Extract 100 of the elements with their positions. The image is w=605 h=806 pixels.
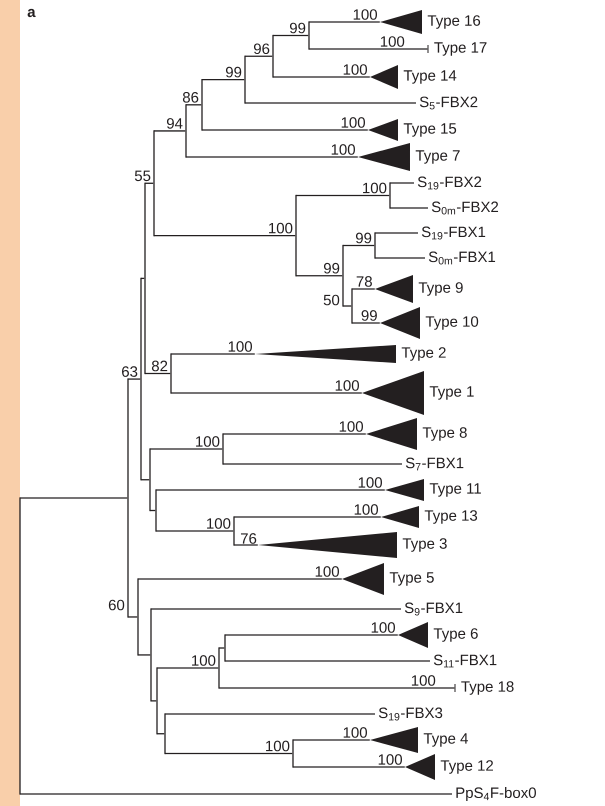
bootstrap-value: 99: [226, 66, 242, 78]
branch-line: [202, 129, 368, 131]
leaf-label: Type 12: [440, 760, 493, 774]
branch-line: [138, 654, 150, 656]
branch-line: [293, 739, 370, 741]
leaf-label: Type 6: [434, 628, 478, 642]
leaf-label: Type 15: [404, 123, 456, 137]
bootstrap-value: 78: [356, 276, 372, 287]
branch-line: [171, 392, 362, 394]
bootstrap-value: 100: [228, 341, 252, 352]
branch-line: [138, 578, 342, 580]
branch-line: [273, 34, 308, 36]
bootstrap-value: 50: [324, 294, 340, 306]
leaf-label: S$_{11}$-FBX1: [434, 654, 496, 668]
branch-line: [157, 667, 218, 669]
leaf-label: S$_{0m}$-FBX1: [428, 252, 496, 264]
branch-line: [151, 700, 156, 702]
leaf-label: Type 14: [404, 70, 456, 84]
branch-line: [157, 733, 164, 734]
branch-line: [165, 752, 292, 754]
leaf-label: Type 7: [416, 150, 460, 164]
bootstrap-value: 99: [290, 22, 306, 34]
leaf-label: Type 17: [434, 42, 486, 56]
bootstrap-value: 100: [380, 36, 404, 47]
bootstrap-value: 100: [266, 740, 290, 752]
bootstrap-value: 99: [362, 310, 377, 321]
bootstrap-value: 100: [372, 622, 395, 633]
bootstrap-value: 100: [196, 436, 220, 447]
branch-line: [156, 530, 234, 532]
branch-line: [141, 479, 150, 480]
branch-line: [219, 647, 224, 649]
branch-line: [171, 353, 255, 355]
branch-line: [375, 232, 418, 234]
branch-line: [273, 76, 370, 78]
branch-line: [145, 182, 154, 184]
panel-letter: a: [28, 8, 36, 18]
leaf-label: S$_{19}$-FBX3: [378, 708, 442, 720]
bootstrap-value: 55: [134, 170, 150, 182]
bootstrap-value: 100: [344, 64, 367, 75]
branch-line: [234, 544, 258, 546]
branch-line: [309, 48, 428, 50]
branch-line: [245, 102, 416, 104]
bootstrap-value: 76: [240, 533, 256, 544]
branch-line: [154, 130, 186, 132]
branch-line: [20, 793, 452, 795]
branch-line: [151, 608, 401, 610]
leaf-label: Type 8: [422, 427, 467, 441]
leaf-label: PpS$_{4}$F-box0: [456, 787, 536, 801]
leaf-label: Type 9: [418, 282, 463, 296]
leaf-label: S$_{0m}$-FBX2: [432, 202, 498, 214]
bootstrap-value: 60: [108, 600, 124, 610]
branch-line: [150, 448, 222, 450]
branch-line: [219, 687, 454, 689]
bootstrap-value: 100: [354, 504, 378, 515]
branch-line: [293, 766, 405, 768]
branch-line: [150, 510, 156, 512]
branch-line: [343, 244, 374, 246]
branch-line: [309, 21, 380, 23]
branch-line: [352, 288, 375, 290]
leaf-label: Type 1: [430, 386, 474, 400]
branch-line: [234, 516, 381, 518]
branch-line: [390, 207, 428, 209]
branch-line: [186, 104, 202, 106]
bootstrap-value: 100: [363, 182, 386, 194]
branch-line: [154, 234, 296, 236]
bootstrap-value: 100: [342, 117, 365, 128]
bootstrap-value: 99: [356, 232, 372, 244]
branch-line: [390, 182, 414, 184]
bootstrap-value: 86: [182, 92, 198, 103]
bootstrap-value: 100: [340, 421, 363, 432]
branch-line: [156, 489, 385, 491]
bootstrap-value: 100: [344, 727, 367, 738]
branch-line: [245, 56, 272, 57]
leaf-label: Type 16: [428, 15, 480, 29]
bootstrap-value: 96: [254, 43, 270, 54]
branch-line: [223, 433, 366, 435]
branch-line: [141, 278, 144, 280]
branch-line: [186, 156, 358, 158]
bootstrap-value: 100: [332, 144, 355, 155]
bootstrap-value: 63: [122, 366, 138, 377]
branch-line: [128, 616, 138, 618]
leaf-label: S$_{5}$-FBX2: [420, 96, 478, 110]
branch-line: [343, 305, 352, 307]
bootstrap-value: 99: [324, 262, 340, 274]
bootstrap-value: 100: [358, 477, 382, 488]
bootstrap-value: 100: [269, 222, 292, 234]
branch-line: [225, 660, 430, 662]
leaf-label: Type 11: [430, 483, 481, 497]
bootstrap-value: 100: [207, 518, 230, 529]
bootstrap-value: 82: [152, 360, 168, 372]
branch-line: [202, 78, 244, 80]
leaf-label: Type 5: [390, 572, 434, 586]
branch-line: [225, 634, 398, 636]
leaf-label: Type 4: [424, 733, 468, 747]
bootstrap-value: 100: [378, 754, 402, 765]
leaf-label: Type 13: [424, 510, 478, 524]
leaf-label: S$_{9}$-FBX1: [404, 602, 462, 616]
leaf-label: S$_{19}$-FBX1: [422, 226, 486, 240]
leaf-label: Type 18: [461, 681, 514, 695]
branch-line: [296, 275, 342, 276]
